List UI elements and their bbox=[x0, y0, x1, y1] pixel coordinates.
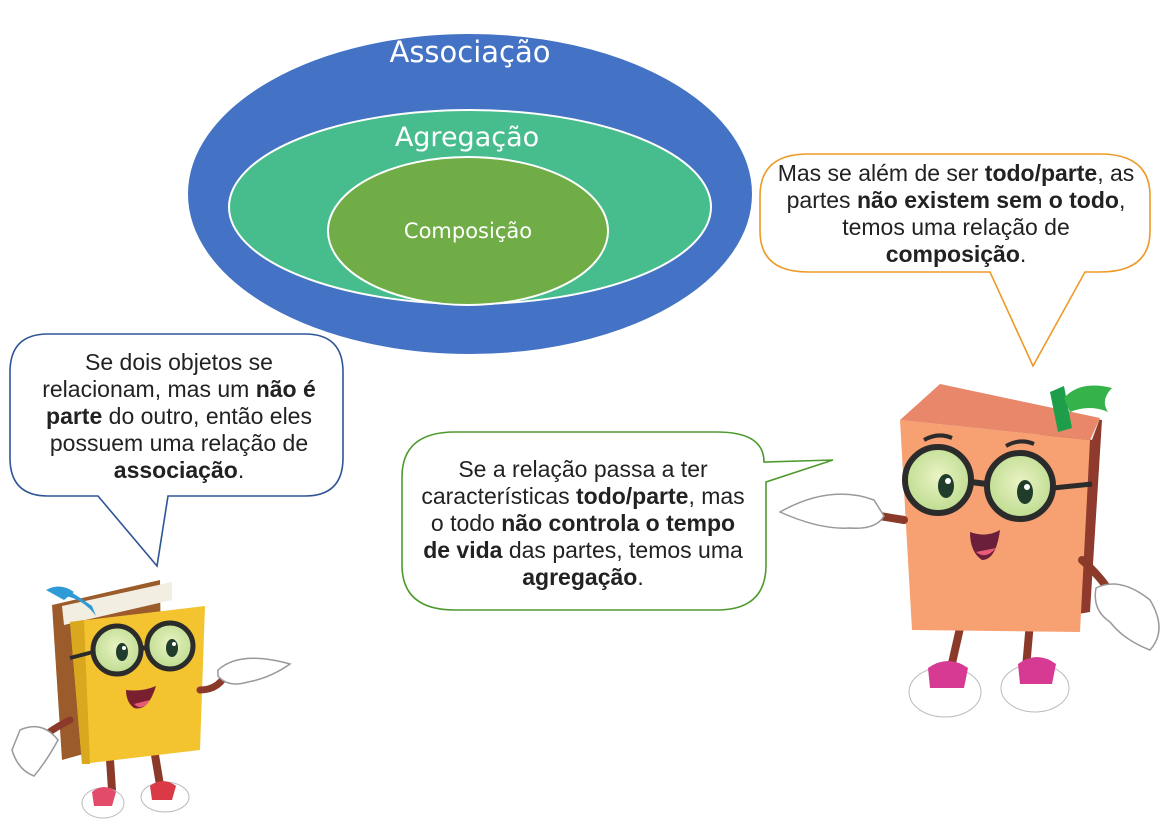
text-run: , mas o todo bbox=[430, 483, 745, 536]
text-run: . bbox=[1019, 241, 1027, 267]
text-run: , temos uma relação de bbox=[842, 187, 1126, 240]
set-diagram: Associação Agregação Composição bbox=[186, 32, 754, 356]
composition-ellipse bbox=[327, 156, 609, 306]
text-run: . bbox=[637, 564, 644, 590]
text-run: do outro, então eles possuem uma relação… bbox=[49, 403, 312, 456]
left-book-mascot-icon bbox=[11, 580, 292, 819]
composition-label: Composição bbox=[404, 219, 532, 243]
composition-text: Mas se além de ser todo/parte, as partes… bbox=[773, 160, 1139, 268]
bold-text-run: agregação bbox=[522, 564, 638, 590]
composition-speech-bubble bbox=[759, 153, 1151, 368]
aggregation-speech-bubble bbox=[401, 431, 834, 611]
text-run: Se a relação passa a ter características bbox=[421, 456, 708, 509]
text-run: . bbox=[237, 457, 245, 483]
right-book-mascot-icon bbox=[778, 384, 1160, 718]
text-run: Se dois objetos se relacionam, mas um bbox=[42, 349, 273, 402]
association-text: Se dois objetos se relacionam, mas um nã… bbox=[34, 349, 324, 484]
bold-text-run: associação bbox=[113, 457, 238, 483]
aggregation-label: Agregação bbox=[395, 122, 539, 153]
bold-text-run: composição bbox=[885, 241, 1020, 267]
bold-text-run: todo/parte bbox=[575, 483, 689, 509]
association-speech-bubble bbox=[9, 333, 344, 568]
bold-text-run: todo/parte bbox=[984, 160, 1098, 186]
aggregation-text: Se a relação passa a ter características… bbox=[420, 456, 746, 591]
text-run: , as partes bbox=[786, 160, 1135, 213]
text-run: das partes, temos uma bbox=[502, 537, 743, 563]
bold-text-run: não é parte bbox=[46, 376, 316, 429]
bold-text-run: não existem sem o todo bbox=[856, 187, 1119, 213]
bold-text-run: não controla o tempo de vida bbox=[423, 510, 736, 563]
text-run: Mas se além de ser bbox=[777, 160, 985, 186]
association-label: Associação bbox=[389, 35, 550, 69]
